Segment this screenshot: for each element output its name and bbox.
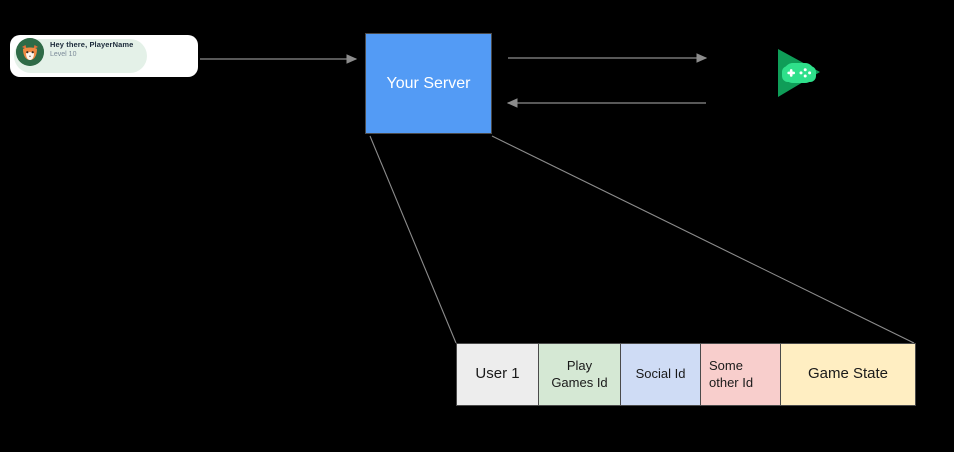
- player-level-text: Level 10: [50, 51, 77, 58]
- server-to-table-left-leader: [369, 135, 457, 344]
- table-cell: Social Id: [621, 344, 701, 405]
- table-cell: Game State: [781, 344, 915, 405]
- server-to-table-right-leader: [491, 135, 915, 344]
- player-greeting-card[interactable]: Hey there, PlayerName Level 10: [10, 35, 198, 77]
- player-greeting-text: Hey there, PlayerName: [50, 40, 134, 49]
- fox-avatar-icon: [16, 38, 44, 66]
- table-cell: User 1: [457, 344, 539, 405]
- your-server-label: Your Server: [386, 74, 471, 92]
- your-server-node[interactable]: Your Server: [365, 33, 492, 134]
- google-play-games-icon[interactable]: [772, 45, 828, 101]
